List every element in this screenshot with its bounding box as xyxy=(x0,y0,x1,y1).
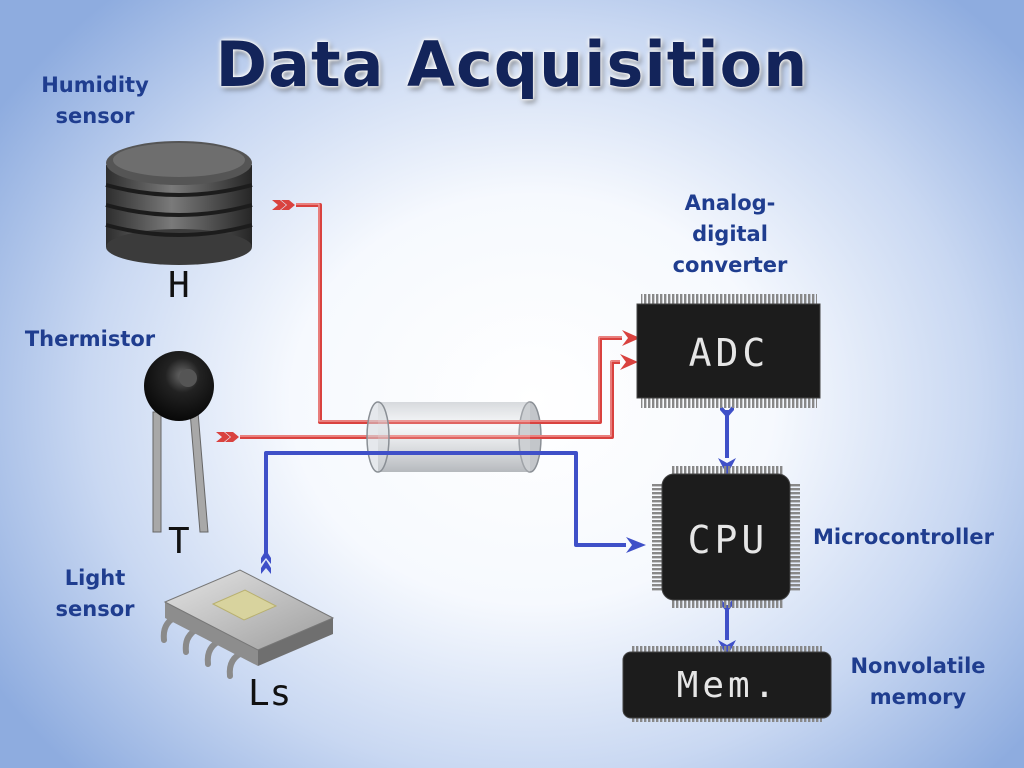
adc-label: Analog- digital converter xyxy=(660,188,800,281)
adc-label-line2: digital xyxy=(692,222,768,246)
memory-label-line2: memory xyxy=(869,685,967,709)
memory-chip: Mem. xyxy=(622,646,832,722)
light-sensor-icon xyxy=(160,569,335,679)
slide-title: Data Acquisition xyxy=(215,28,809,101)
thermistor-icon xyxy=(144,351,214,533)
humidity-sensor-label: Humidity sensor xyxy=(30,70,160,132)
light-label-line1: Light xyxy=(64,566,126,590)
analog-wires-highlight xyxy=(240,203,622,437)
cpu-chip-text: CPU xyxy=(688,518,769,562)
adc-chip-text: ADC xyxy=(689,331,770,375)
humidity-label-line2: sensor xyxy=(55,104,135,128)
tube-front-end xyxy=(366,401,390,473)
adc-label-line1: Analog- xyxy=(684,191,776,215)
humidity-sensor-icon xyxy=(105,141,253,265)
light-label-line2: sensor xyxy=(55,597,135,621)
analog-arrowheads xyxy=(216,200,640,442)
cpu-chip: CPU xyxy=(652,466,800,608)
light-sensor-label: Light sensor xyxy=(45,563,145,625)
light-sensor-wire xyxy=(264,451,626,556)
memory-label: Nonvolatile memory xyxy=(840,651,996,713)
light-sensor-symbol: Ls xyxy=(248,673,292,714)
adc-label-line3: converter xyxy=(672,253,788,277)
thermistor-wire xyxy=(240,360,620,439)
microcontroller-label: Microcontroller xyxy=(813,525,994,549)
humidity-symbol: H xyxy=(168,265,190,306)
humidity-wire xyxy=(296,203,622,424)
thermistor-label: Thermistor xyxy=(24,327,156,351)
analog-wires xyxy=(240,203,622,439)
memory-chip-text: Mem. xyxy=(677,665,780,706)
humidity-label-line1: Humidity xyxy=(41,73,149,97)
adc-chip: ADC xyxy=(636,294,821,408)
memory-label-line1: Nonvolatile xyxy=(850,654,986,678)
thermistor-symbol: T xyxy=(168,521,190,562)
tube-gloss xyxy=(378,402,530,472)
